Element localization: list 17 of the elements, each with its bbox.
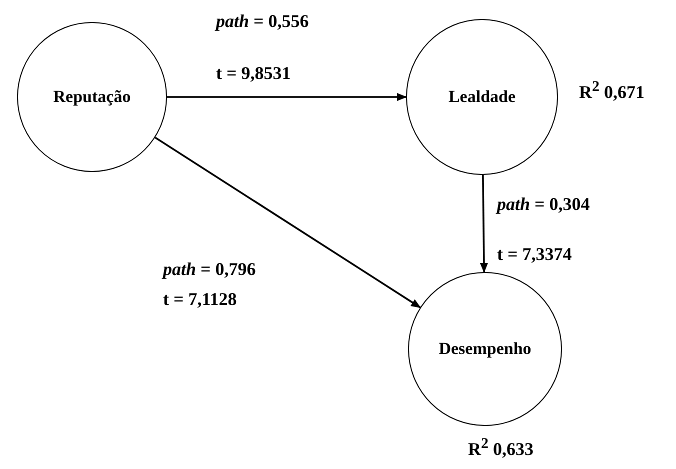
edge-label: path = 0,556 bbox=[216, 12, 309, 30]
arrow bbox=[480, 174, 488, 273]
t-value-label: t = 7,1128 bbox=[163, 290, 237, 308]
construct-label: Lealdade bbox=[448, 87, 516, 107]
arrow bbox=[154, 136, 422, 308]
r-squared-label: R$^{2}$ 0,671 bbox=[579, 80, 644, 101]
construct-circle bbox=[408, 272, 562, 426]
edge-label: path = 0,304 bbox=[497, 195, 590, 213]
edge-label: path = 0,796 bbox=[163, 260, 256, 278]
t-value-label: t = 7,3374 bbox=[497, 245, 572, 263]
arrow bbox=[167, 93, 407, 101]
construct-circle bbox=[17, 22, 167, 172]
construct-label: Reputação bbox=[53, 87, 131, 107]
construct-circle bbox=[406, 19, 558, 175]
r-squared-label: R$^{2}$ 0,633 bbox=[468, 437, 534, 458]
t-value-label: t = 9,8531 bbox=[216, 64, 291, 82]
construct-label: Desempenho bbox=[438, 339, 532, 359]
